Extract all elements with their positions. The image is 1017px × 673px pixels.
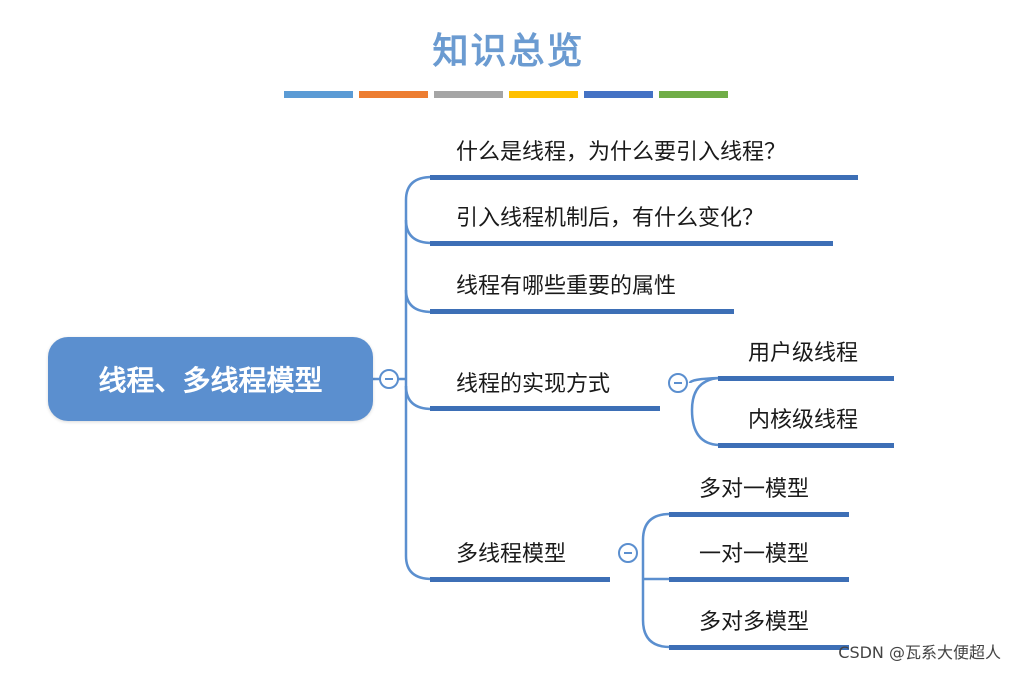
connector-branch-3 [404,289,433,314]
branch-node-attributes[interactable]: 线程有哪些重要的属性 [456,274,677,299]
leaf-node-one-to-one[interactable]: 一对一模型 [699,542,810,567]
color-swatch-5 [584,91,653,98]
color-swatch-2 [359,91,428,98]
branch-underline-1 [430,175,858,180]
connector-model-spine [641,512,671,649]
branch-underline-4 [430,406,660,411]
leaf-underline-user-level [718,376,894,381]
branch-node-thread-models[interactable]: 多线程模型 [456,542,567,567]
collapse-icon-thread-models[interactable] [618,543,638,563]
branch-node-changes[interactable]: 引入线程机制后，有什么变化？ [456,206,765,231]
leaf-underline-many-to-many [669,645,849,650]
color-swatch-6 [659,91,728,98]
leaf-node-many-to-one[interactable]: 多对一模型 [699,477,810,502]
color-swatch-3 [434,91,503,98]
branch-underline-5 [430,577,610,582]
branch-underline-2 [430,241,833,246]
branch-node-what-is-thread[interactable]: 什么是线程，为什么要引入线程？ [456,140,787,165]
color-strip [284,91,728,98]
source-watermark: CSDN @瓦系大便超人 [838,643,1001,662]
collapse-icon-root[interactable] [379,369,399,389]
leaf-underline-kernel-level [718,443,894,448]
root-node-label: 线程、多线程模型 [98,364,323,397]
branch-underline-3 [430,309,734,314]
color-swatch-1 [284,91,353,98]
connector-impl-spine [690,376,720,447]
leaf-node-kernel-level-thread[interactable]: 内核级线程 [748,408,859,433]
color-swatch-4 [509,91,578,98]
connector-branch-4 [404,385,433,411]
leaf-node-many-to-many[interactable]: 多对多模型 [699,610,810,635]
leaf-node-user-level-thread[interactable]: 用户级线程 [748,341,859,366]
branch-node-implementation[interactable]: 线程的实现方式 [456,372,611,397]
collapse-icon-implementation[interactable] [668,373,688,393]
root-node[interactable]: 线程、多线程模型 [48,337,373,421]
leaf-underline-many-to-one [669,512,849,517]
connector-spine [404,175,433,581]
page-title: 知识总览 [432,30,585,72]
leaf-underline-one-to-one [669,577,849,582]
connector-branch-2 [404,219,433,245]
